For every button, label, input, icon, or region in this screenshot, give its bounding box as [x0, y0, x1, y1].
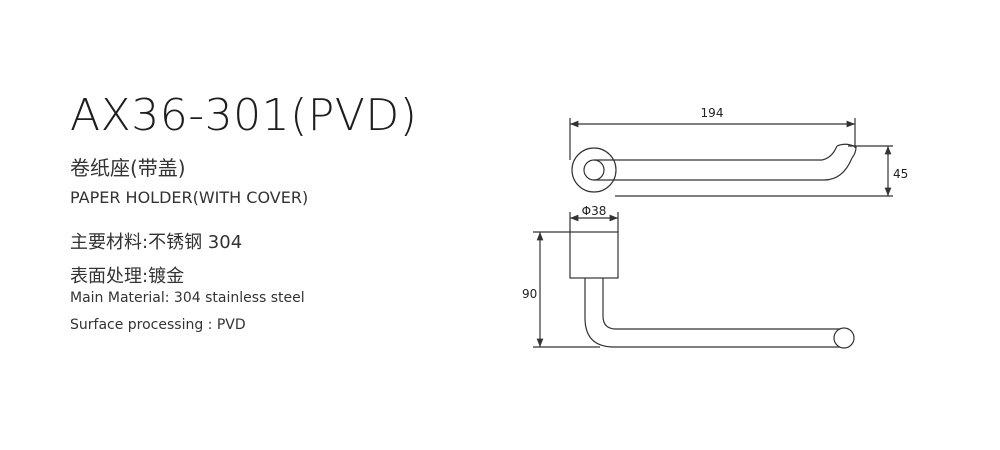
tube-inner-edge [602, 278, 840, 330]
tube-outer-edge [584, 278, 840, 348]
arm-end-cap [836, 143, 857, 159]
arm-bottom-edge [594, 157, 853, 181]
top-view [569, 118, 893, 197]
product-name-chinese: 卷纸座(带盖) [70, 156, 186, 180]
arm-top-edge [594, 145, 838, 161]
base-rosette-inner [583, 159, 605, 181]
dim-label-diameter: Φ38 [582, 204, 607, 218]
dim-label-height-side: 90 [522, 287, 537, 301]
model-number: AX36-301(PVD) [70, 90, 418, 141]
dim-label-height-top: 45 [893, 167, 908, 181]
surface-english: Surface processing : PVD [70, 317, 246, 333]
product-name-english: PAPER HOLDER(WITH COVER) [70, 188, 309, 207]
cover-block [569, 231, 619, 279]
spec-panel: AX36-301(PVD) 卷纸座(带盖) PAPER HOLDER(WITH … [70, 0, 530, 450]
base-rosette-outer [571, 147, 617, 193]
surface-chinese: 表面处理:镀金 [70, 266, 185, 287]
tube-end-circle [833, 327, 855, 349]
material-chinese: 主要材料:不锈钢 304 [70, 232, 243, 253]
side-view [533, 212, 855, 349]
dim-label-length: 194 [701, 106, 724, 120]
material-english: Main Material: 304 stainless steel [70, 290, 305, 306]
